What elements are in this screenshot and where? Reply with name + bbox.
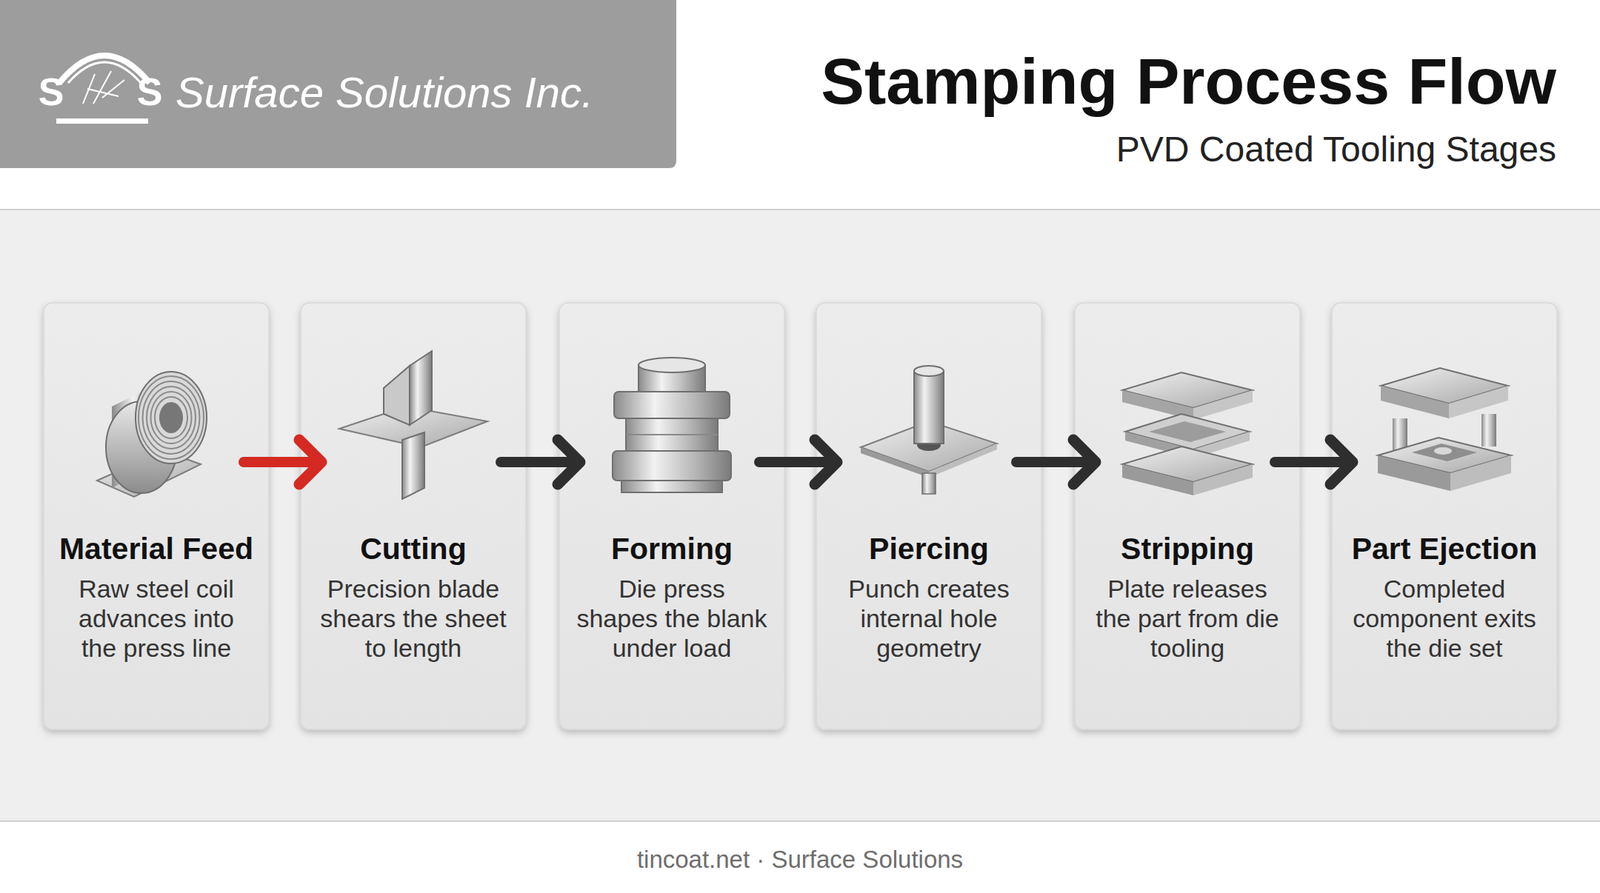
- divider: [0, 820, 1600, 823]
- die-press-icon: [612, 357, 732, 493]
- company-name: Surface Solutions Inc.: [175, 67, 594, 118]
- card-heading: Forming: [566, 531, 778, 567]
- card-background: [816, 302, 1042, 730]
- card-description: Precision blade shears the sheet to leng…: [316, 574, 511, 663]
- subtitle: PVD Coated Tooling Stages: [1116, 128, 1557, 170]
- footer-text: tincoat.net · Surface Solutions: [637, 845, 963, 875]
- card-heading: Material Feed: [51, 531, 262, 567]
- card-description: Completed component exits the die set: [1347, 574, 1542, 663]
- logo-letter: S: [38, 69, 65, 115]
- card-background: [300, 302, 526, 730]
- shear-blade-icon: [339, 351, 488, 500]
- card-description: Punch creates internal hole geometry: [831, 574, 1026, 663]
- divider: [0, 208, 1600, 211]
- card-heading: Stripping: [1082, 531, 1293, 567]
- punch-icon: [860, 365, 998, 495]
- card-background: [1331, 302, 1558, 730]
- logo-letter: S: [137, 69, 163, 115]
- card-description: Plate releases the part from die tooling: [1090, 574, 1285, 663]
- logo-mark: [56, 55, 150, 124]
- process-card: CuttingPrecision blade shears the sheet …: [300, 302, 526, 730]
- card-background: [559, 302, 785, 730]
- card-heading: Cutting: [308, 531, 519, 567]
- content-band: [0, 208, 1600, 822]
- steel-coil-icon: [97, 371, 207, 498]
- die-set-icon: [1377, 368, 1512, 492]
- card-heading: Part Ejection: [1339, 531, 1550, 567]
- process-card: FormingDie press shapes the blank under …: [559, 302, 785, 730]
- stripper-plate-icon: [1122, 372, 1253, 496]
- card-background: [1074, 302, 1300, 730]
- flow-arrow: [500, 440, 580, 485]
- flow-arrow: [243, 440, 322, 485]
- card-heading: Piercing: [823, 531, 1035, 567]
- flow-arrow: [759, 440, 838, 485]
- process-card: PiercingPunch creates internal hole geom…: [816, 302, 1042, 730]
- process-card: Part EjectionCompleted component exits t…: [1331, 302, 1558, 730]
- card-background: [43, 302, 269, 730]
- process-card: Material FeedRaw steel coil advances int…: [43, 302, 269, 730]
- card-description: Die press shapes the blank under load: [574, 574, 769, 663]
- card-description: Raw steel coil advances into the press l…: [59, 574, 254, 663]
- flow-arrow: [1016, 440, 1096, 485]
- title: Stamping Process Flow: [820, 43, 1557, 120]
- process-card: StrippingPlate releases the part from di…: [1074, 302, 1300, 730]
- header-panel: [0, 0, 677, 169]
- flow-arrow: [1274, 440, 1353, 485]
